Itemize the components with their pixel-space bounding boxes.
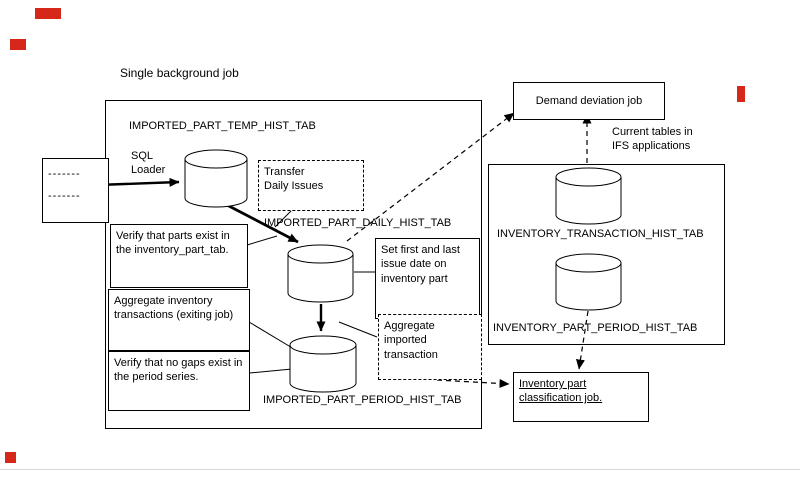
red-marker-artifact-top: [35, 8, 61, 19]
file-record-line: -------: [48, 190, 81, 203]
page-bottom-rule: [0, 469, 800, 470]
temp-table-label: IMPORTED_PART_TEMP_HIST_TAB: [129, 120, 316, 132]
red-marker-artifact-right: [737, 86, 745, 102]
dashed-arrow-daily-to-demand-job: [346, 112, 515, 242]
arrow-temp-to-daily: [226, 203, 299, 244]
aggregate-imported-note: Aggregate imported transaction: [378, 314, 482, 380]
verify-parts-note: Verify that parts exist in the inventory…: [110, 224, 248, 288]
set-issue-dates-note: Set first and last issue date on invento…: [375, 238, 480, 319]
daily-table-label: IMPORTED_PART_DAILY_HIST_TAB: [264, 217, 452, 229]
daily-hist-cylinder: [287, 244, 354, 303]
dashed-arrow-part-period-to-classification-job: [576, 310, 589, 370]
classification-job-link[interactable]: Inventory part classification job.: [519, 378, 603, 405]
inventory-transaction-cylinder: [555, 167, 622, 225]
dashed-arrow-period-to-classification-job: [436, 378, 510, 388]
transfer-daily-issues-note: Transfer Daily Issues: [258, 160, 364, 211]
temp-hist-cylinder: [184, 149, 248, 208]
demand-deviation-job-label: Demand deviation job: [535, 94, 643, 107]
current-tables-caption: Current tables in IFS applications: [612, 126, 693, 152]
classification-job-box[interactable]: Inventory part classification job.: [513, 372, 649, 422]
verify-gaps-note: Verify that no gaps exist in the period …: [108, 351, 250, 411]
red-marker-artifact-left: [10, 39, 26, 50]
current-tables-group: [488, 164, 725, 345]
period-table-label: IMPORTED_PART_PERIOD_HIST_TAB: [263, 394, 462, 406]
sql-loader-label: SQL Loader: [131, 150, 166, 176]
single-background-job-group: [105, 100, 482, 429]
red-marker-artifact-bottom: [5, 452, 16, 463]
inventory-transaction-table-label: INVENTORY_TRANSACTION_HIST_TAB: [497, 228, 704, 240]
aggregate-inventory-note: Aggregate inventory transactions (exitin…: [108, 289, 250, 351]
arrow-loader-to-temp: [96, 177, 180, 187]
inventory-part-period-table-label: INVENTORY_PART_PERIOD_HIST_TAB: [493, 322, 698, 334]
source-file-box: ------- -------: [42, 158, 109, 223]
diagram-title: Single background job: [120, 66, 239, 80]
connector-aggregate-imported: [338, 321, 378, 338]
inventory-part-period-cylinder: [555, 253, 622, 311]
file-record-line: -------: [48, 168, 81, 180]
demand-deviation-job-box: Demand deviation job: [513, 82, 665, 120]
period-hist-cylinder: [289, 335, 357, 393]
